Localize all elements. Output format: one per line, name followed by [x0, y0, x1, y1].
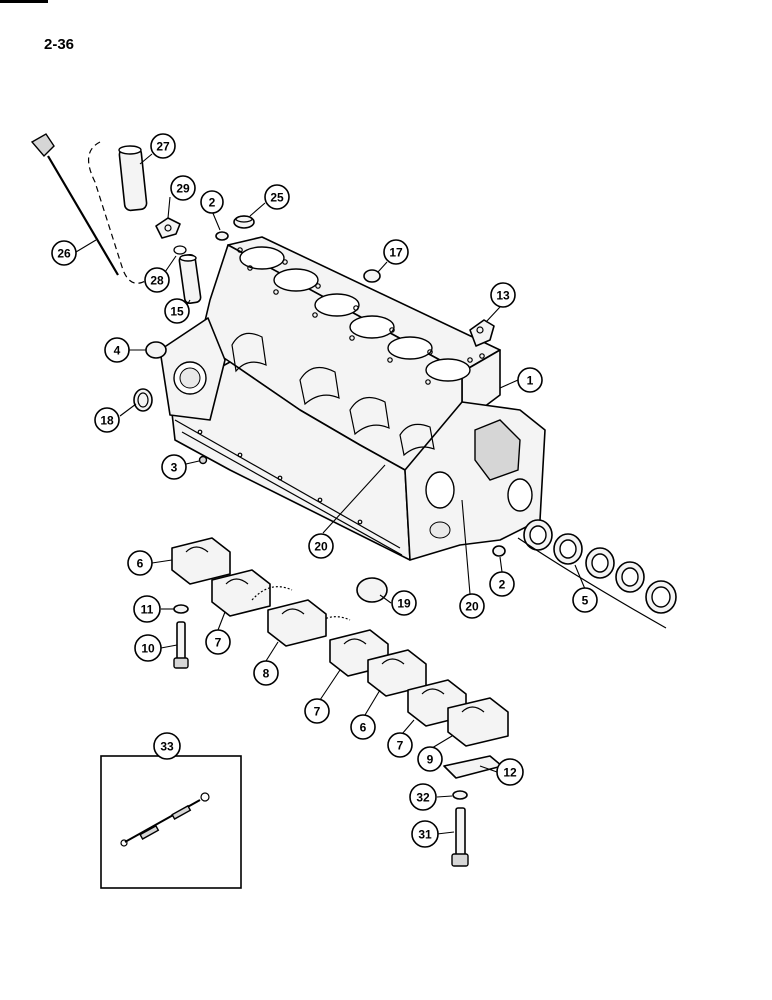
callout-7-lower: 7: [387, 732, 413, 758]
callout-label: 33: [160, 740, 174, 754]
callout-label: 28: [150, 274, 164, 288]
dipstick-26: [30, 133, 119, 276]
callout-18: 18: [94, 407, 120, 433]
callout-label: 9: [427, 753, 434, 767]
tube-clip-29: [155, 217, 181, 239]
callout-label: 18: [100, 414, 114, 428]
callout-26: 26: [51, 240, 77, 266]
washer-11: [173, 604, 189, 614]
callout-label: 19: [397, 597, 411, 611]
dipstick-tube-15: [178, 253, 202, 305]
camshaft-bushings-5: [517, 519, 677, 629]
dipstick-group-outline: [88, 141, 148, 284]
callout-label: 20: [314, 540, 328, 554]
o-ring-28: [173, 245, 187, 255]
bolt-10: [173, 621, 189, 669]
callout-label: 6: [360, 721, 367, 735]
callout-label: 5: [582, 594, 589, 608]
callout-label: 2: [209, 196, 216, 210]
callout-10: 10: [134, 634, 162, 662]
callout-19: 19: [391, 590, 417, 616]
callout-label: 13: [496, 289, 510, 303]
callout-label: 7: [397, 739, 404, 753]
callout-7-middle: 7: [304, 698, 330, 724]
callout-20-right: 20: [459, 593, 485, 619]
callout-2-top: 2: [200, 190, 224, 214]
plug-2-side: [492, 545, 506, 557]
callout-12: 12: [496, 758, 524, 786]
callout-17: 17: [383, 239, 409, 265]
callout-31: 31: [411, 820, 439, 848]
callout-label: 25: [270, 191, 284, 205]
main-bearing-caps: [171, 537, 509, 747]
bolt-31: [451, 807, 469, 867]
callout-8: 8: [253, 660, 279, 686]
plug-25: [233, 215, 255, 229]
callout-label: 3: [171, 461, 178, 475]
callout-label: 32: [416, 791, 430, 805]
callout-6-upper: 6: [127, 550, 153, 576]
plug-3: [198, 455, 208, 465]
callout-label: 8: [263, 667, 270, 681]
callout-32: 32: [409, 783, 437, 811]
callout-label: 29: [176, 182, 190, 196]
callout-label: 15: [170, 305, 184, 319]
dipstick-tube-27: [118, 145, 148, 212]
callout-label: 1: [527, 374, 534, 388]
corner-rule: [0, 0, 48, 3]
callout-6-lower: 6: [350, 714, 376, 740]
callout-label: 10: [141, 642, 155, 656]
callout-9: 9: [417, 746, 443, 772]
leader-lines: [75, 153, 586, 835]
callout-29: 29: [170, 175, 196, 201]
washer-32: [452, 790, 468, 800]
callout-label: 26: [57, 247, 71, 261]
callout-label: 6: [137, 557, 144, 571]
engine-block: [159, 236, 546, 561]
callout-4: 4: [104, 337, 130, 363]
callout-label: 11: [141, 603, 154, 617]
callout-33: 33: [153, 732, 181, 760]
callout-1: 1: [517, 367, 543, 393]
callout-5: 5: [572, 587, 598, 613]
callout-label: 7: [314, 705, 321, 719]
callout-20-left: 20: [308, 533, 334, 559]
sensor-13: [469, 319, 495, 347]
page-number: 2-36: [44, 36, 75, 53]
callout-label: 27: [156, 140, 170, 154]
seal-ring-2-top: [215, 231, 229, 241]
plug-4: [145, 341, 167, 359]
callout-15: 15: [164, 298, 190, 324]
callout-label: 12: [503, 766, 517, 780]
callout-2-side: 2: [489, 571, 515, 597]
callout-label: 20: [465, 600, 479, 614]
callout-27: 27: [150, 133, 176, 159]
callout-label: 31: [418, 828, 432, 842]
head-bolt-holes: [237, 247, 485, 385]
seal-18: [133, 388, 153, 412]
plug-17: [363, 269, 381, 283]
callout-13: 13: [490, 282, 516, 308]
callout-25: 25: [264, 184, 290, 210]
pan-bolt-holes: [197, 429, 363, 525]
callout-label: 4: [114, 344, 121, 358]
plate-12: [443, 755, 503, 779]
callout-label: 17: [389, 246, 403, 260]
callout-7-upper: 7: [205, 629, 231, 655]
callout-3: 3: [161, 454, 187, 480]
callout-28: 28: [144, 267, 170, 293]
callout-label: 7: [215, 636, 222, 650]
callout-label: 2: [499, 578, 506, 592]
callout-11: 11: [133, 595, 161, 623]
expansion-plug-19: [356, 577, 388, 603]
kit-box-33: [100, 755, 242, 889]
